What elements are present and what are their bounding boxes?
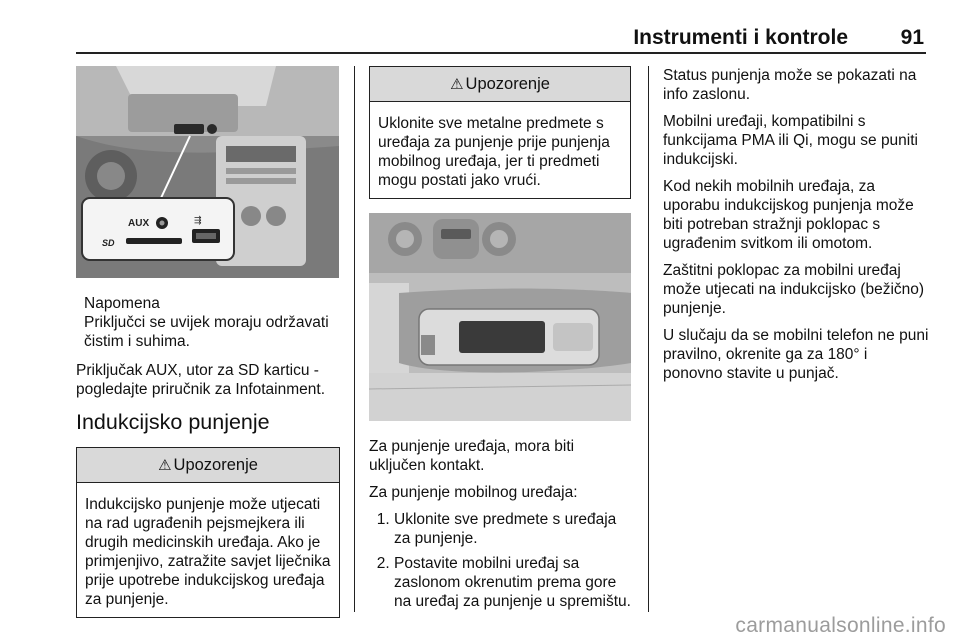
contact-paragraph: Za punjenje uređaja, mora biti uključen … [369,438,575,474]
steps-intro: Za punjenje mobilnog uređaja: [369,484,578,501]
warning-title: Upozorenje [173,456,258,474]
step-item: Uklonite sve predmete s uređaja za punje… [394,510,631,548]
column-divider-2 [648,66,650,612]
section-heading: Indukcijsko punjenje [76,410,270,434]
column-divider-1 [354,66,356,612]
warning-triangle-icon: ⚠ [158,457,172,474]
warning-box-metal: ⚠Upozorenje Uklonite sve metalne predmet… [369,66,631,199]
charging-tray-illustration [369,213,631,421]
header-divider [76,52,926,54]
warning-box-pacemaker: ⚠Upozorenje Indukcijsko punjenje može ut… [76,447,340,618]
column-1: AUX SD ⇶ Napomena Priključci se uvijek m… [76,66,340,632]
warning-body: Uklonite sve metalne predmete s uređaja … [378,115,610,189]
paragraph: Mobilni uređaji, kompatibilni s funkcija… [663,113,918,168]
paragraph: Zaštitni poklopac za mobilni uređaj može… [663,262,925,317]
note-box: Napomena Priključci se uvijek moraju odr… [84,294,340,351]
aux-ports-illustration: AUX SD ⇶ [76,66,339,278]
step-item: Postavite mobilni uređaj sa zaslonom okr… [394,554,631,611]
watermark-text: carmanualsonline.info [735,614,946,637]
usb-icon: ⇶ [194,215,202,225]
sd-label: SD [102,238,115,248]
page-header-title: Instrumenti i kontrole [633,26,848,49]
note-title: Napomena [84,295,160,312]
warning-header: ⚠Upozorenje [77,448,339,483]
page-number: 91 [900,26,924,49]
note-body: Priključci se uvijek moraju održavati či… [84,314,329,350]
warning-header: ⚠Upozorenje [370,67,630,102]
column-3: Status punjenja može se pokazati na info… [663,66,929,391]
warning-triangle-icon: ⚠ [450,76,464,93]
warning-title: Upozorenje [465,75,550,93]
warning-body: Indukcijsko punjenje može utjecati na ra… [85,496,331,608]
aux-paragraph: Priključak AUX, utor za SD karticu - pog… [76,362,326,398]
steps-list: Uklonite sve predmete s uređaja za punje… [369,510,631,611]
paragraph: U slučaju da se mobilni telefon ne puni … [663,327,929,382]
paragraph: Status punjenja može se pokazati na info… [663,67,917,103]
aux-label: AUX [128,218,149,229]
column-2: ⚠Upozorenje Uklonite sve metalne predmet… [369,66,631,617]
paragraph: Kod nekih mobilnih uređaja, za uporabu i… [663,178,914,252]
